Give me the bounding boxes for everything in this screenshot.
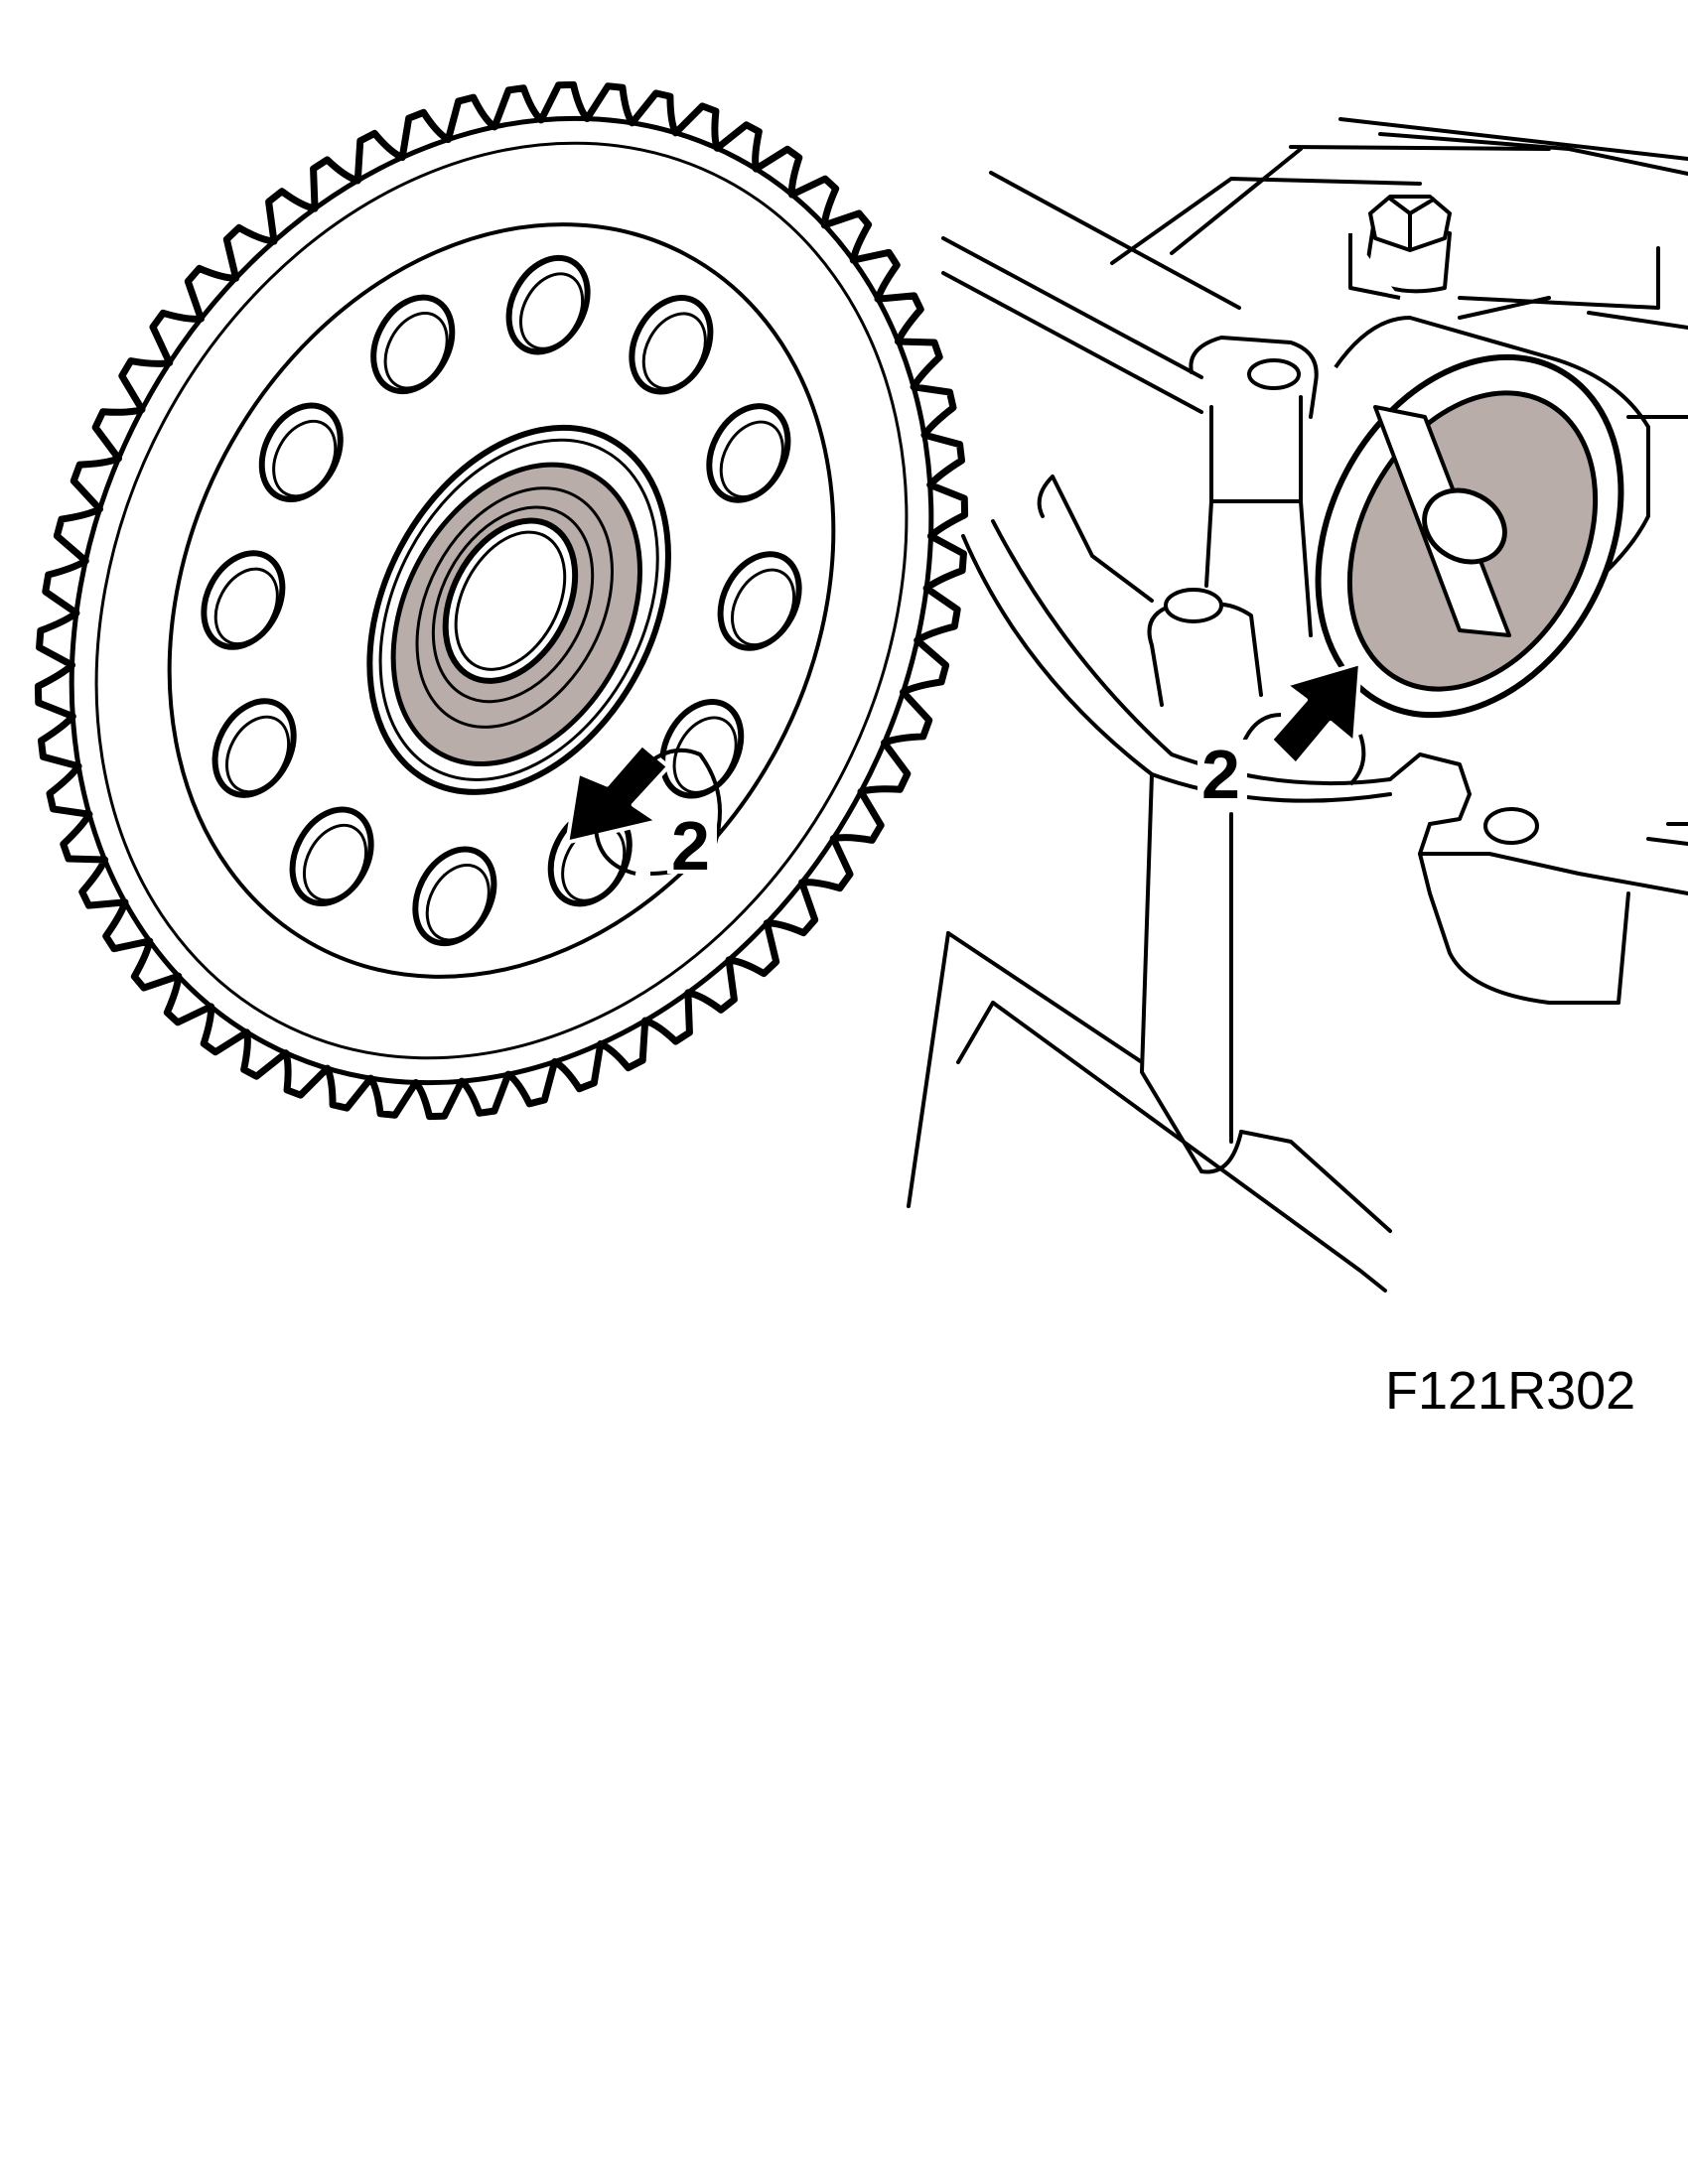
lower-bracket-hole — [1483, 807, 1539, 845]
sprocket-hole-inner — [213, 567, 279, 646]
figure-code: F121R302 — [1385, 1361, 1636, 1421]
engine-housing — [907, 117, 1688, 1293]
sprocket-hole-inner — [730, 568, 796, 647]
sprocket-hole-inner — [425, 863, 491, 942]
camshaft-callout: 2 — [1201, 736, 1240, 813]
sprocket-hole-inner — [302, 823, 368, 902]
bracket-hole — [1247, 358, 1301, 390]
post-hole — [1164, 588, 1223, 623]
sprocket-hole-inner — [225, 715, 291, 794]
sprocket-hole-inner — [641, 312, 707, 390]
sprocket-hole-inner — [672, 716, 738, 794]
sprocket-hole-inner — [383, 312, 449, 390]
engine-diagram: 2 2 — [34, 80, 1688, 1293]
camshaft-end-icon — [1315, 316, 1650, 719]
sprocket-hole-inner — [719, 420, 784, 498]
sprocket-hole-inner — [519, 272, 585, 350]
callout-labels: 2 2 — [667, 736, 1247, 885]
sprocket-icon — [34, 80, 969, 1121]
sprocket-hole-inner — [272, 419, 338, 498]
sprocket-callout: 2 — [671, 807, 710, 885]
sprocket-teeth — [34, 80, 969, 1121]
bolt-icon — [1348, 195, 1452, 300]
